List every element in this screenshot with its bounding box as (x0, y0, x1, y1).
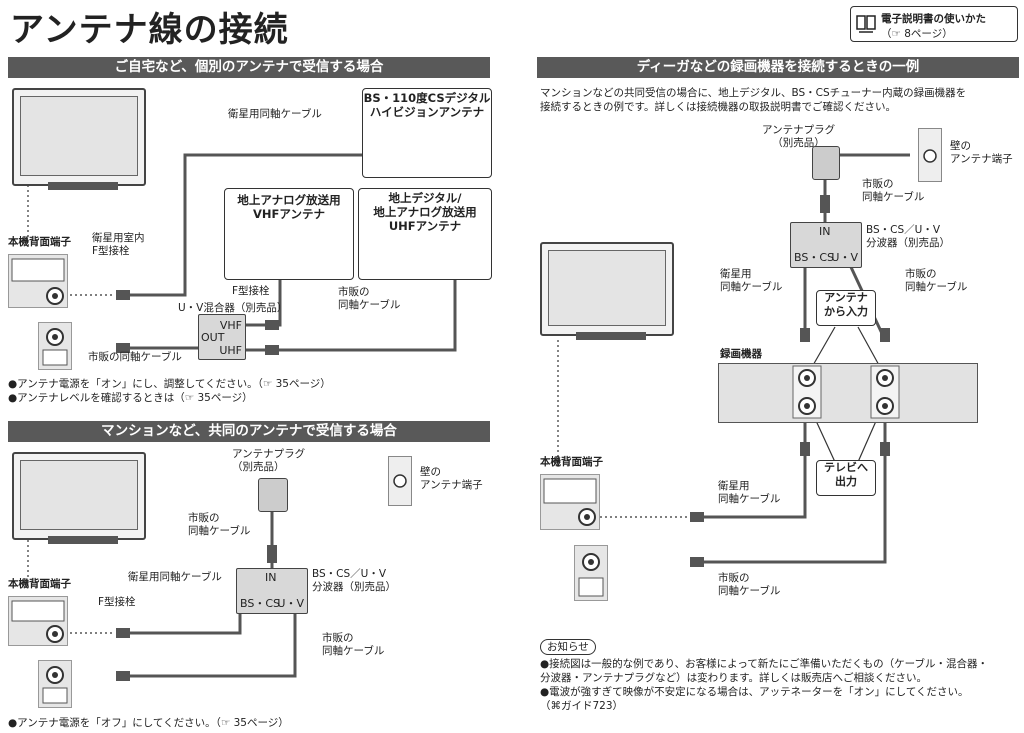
commercial-cable-label-5: 市販の 同軸ケーブル (862, 178, 925, 203)
guide-title: 電子説明書の使いかた (881, 13, 986, 25)
f-plug-label: F型接栓 (232, 285, 270, 297)
tv-stand-2 (48, 536, 118, 544)
wall-outlet-2 (918, 128, 942, 182)
uv-mixer: VHF OUT UHF (198, 314, 246, 360)
commercial-cable-label-2: 市販の同軸ケーブル (88, 351, 182, 363)
coax-port-icon (11, 258, 65, 305)
splitter-bscs-port: BS・CS (240, 597, 280, 610)
wall-terminal-label-2: 壁の アンテナ端子 (950, 140, 1013, 165)
sat-indoor-label: 衛星用室内 F型接栓 (92, 232, 145, 257)
splitter-label-2: BS・CS／U・V 分波器（別売品） (866, 224, 950, 249)
tv-stand (48, 182, 118, 190)
coax-port-icon (578, 553, 604, 597)
uhf-antenna-box: 地上デジタル/ 地上アナログ放送用 UHFアンテナ (358, 188, 492, 280)
recorder-label: 録画機器 (720, 348, 762, 360)
splitter-in-port: IN (265, 571, 277, 584)
splitter-uv-port-2: U・V (831, 251, 858, 264)
antenna-input-callout: アンテナ から入力 (816, 290, 876, 326)
section-header-recorder: ディーガなどの録画機器を接続するときの一例 (537, 57, 1019, 78)
splitter-uv-port: U・V (277, 597, 304, 610)
back-terminal-sat-2 (8, 596, 68, 646)
section-header-individual: ご自宅など、個別のアンテナで受信する場合 (8, 57, 490, 78)
antenna-plug (258, 478, 288, 512)
back-terminal-label: 本機背面端子 (8, 236, 71, 248)
commercial-cable-label-4: 市販の 同軸ケーブル (322, 632, 385, 657)
sat-cable-label-4: 衛星用 同軸ケーブル (718, 480, 781, 505)
wall-outlet-icon (393, 474, 407, 488)
note-antenna-level: ●アンテナレベルを確認するときは（☞ 35ページ） (8, 392, 253, 404)
recorder-device (718, 363, 978, 423)
tv-back-2 (12, 452, 146, 540)
bs-cs-uv-splitter-2: IN BS・CS U・V (790, 222, 862, 268)
antenna-plug-label-2: アンテナプラグ （別売品） (762, 124, 836, 149)
tv-back-3 (540, 242, 674, 336)
back-terminal-sat-3 (540, 474, 600, 530)
back-terminal-label-3: 本機背面端子 (540, 456, 603, 468)
f-plug-label-2: F型接栓 (98, 596, 136, 608)
sat-cable-label-2: 衛星用同軸ケーブル (128, 571, 222, 583)
note-antenna-power-on: ●アンテナ電源を「オン」にし、調整してください。（☞ 35ページ） (8, 378, 331, 390)
commercial-cable-label-7: 市販の 同軸ケーブル (718, 572, 781, 597)
coax-port-icon (42, 328, 68, 366)
uhf-antenna-label: 地上デジタル/ 地上アナログ放送用 UHFアンテナ (373, 191, 477, 233)
tv-back (12, 88, 146, 186)
splitter-label: BS・CS／U・V 分波器（別売品） (312, 568, 396, 593)
back-terminal-label-2: 本機背面端子 (8, 578, 71, 590)
guide-page: （☞ 8ページ） (881, 28, 953, 40)
back-terminal-uhf-3 (574, 545, 608, 601)
mixer-uhf-port: UHF (219, 344, 242, 357)
note-antenna-power-off: ●アンテナ電源を「オフ」にしてください。（☞ 35ページ） (8, 717, 289, 729)
antenna-plug-2 (812, 146, 840, 180)
book-icon (856, 15, 876, 33)
coax-port-icon (42, 666, 68, 704)
back-terminal-uhf (38, 322, 72, 370)
vhf-antenna-label: 地上アナログ放送用 VHFアンテナ (237, 193, 341, 221)
commercial-cable-label: 市販の 同軸ケーブル (338, 286, 401, 311)
splitter-bscs-port-2: BS・CS (794, 251, 834, 264)
coax-port-icon (11, 600, 65, 643)
manual-guide-link[interactable]: 電子説明書の使いかた （☞ 8ページ） (850, 6, 1018, 42)
recorder-intro-2: 接続するときの例です。詳しくは接続機器の取扱説明書でご確認ください。 (540, 101, 896, 113)
notice-2b: （⌘ガイド723） (540, 700, 624, 712)
recorder-ports-icon (792, 365, 900, 419)
notice-1b: 分波器・アンテナプラグなど）は変わります。詳しくは販売店へご相談ください。 (540, 672, 928, 684)
satellite-antenna-label: BS・110度CSデジタル ハイビジョンアンテナ (363, 91, 491, 119)
notice-badge: お知らせ (540, 639, 596, 655)
vhf-antenna-box: 地上アナログ放送用 VHFアンテナ (224, 188, 354, 280)
bs-cs-uv-splitter: IN BS・CS U・V (236, 568, 308, 614)
commercial-cable-label-6: 市販の 同軸ケーブル (905, 268, 968, 293)
section-header-shared: マンションなど、共同のアンテナで受信する場合 (8, 421, 490, 442)
antenna-plug-label: アンテナプラグ （別売品） (232, 448, 306, 473)
satellite-antenna-box: BS・110度CSデジタル ハイビジョンアンテナ (362, 88, 492, 178)
wall-terminal-label: 壁の アンテナ端子 (420, 466, 483, 491)
sat-cable-label: 衛星用同軸ケーブル (228, 108, 322, 120)
splitter-in-port-2: IN (819, 225, 831, 238)
mixer-label: U・V混合器（別売品） (178, 302, 288, 314)
back-terminal-uhf-2 (38, 660, 72, 708)
mixer-out-port: OUT (201, 331, 225, 344)
wall-outlet-icon (923, 149, 937, 163)
tv-stand-3 (576, 332, 646, 340)
recorder-intro-1: マンションなどの共同受信の場合に、地上デジタル、BS・CSチューナー内蔵の録画機… (540, 87, 967, 99)
tv-output-callout: テレビへ 出力 (816, 460, 876, 496)
notice-2: ●電波が強すぎて映像が不安定になる場合は、アッテネーターを「オン」にしてください… (540, 686, 969, 698)
coax-port-icon (543, 478, 597, 526)
notice-1: ●接続図は一般的な例であり、お客様によって新たにご準備いただくもの（ケーブル・混… (540, 658, 988, 670)
mixer-vhf-port: VHF (219, 319, 242, 332)
sat-cable-label-3: 衛星用 同軸ケーブル (720, 268, 783, 293)
wall-outlet (388, 456, 412, 506)
commercial-cable-label-3: 市販の 同軸ケーブル (188, 512, 251, 537)
page-title: アンテナ線の接続 (10, 10, 289, 50)
back-terminal-sat (8, 254, 68, 308)
